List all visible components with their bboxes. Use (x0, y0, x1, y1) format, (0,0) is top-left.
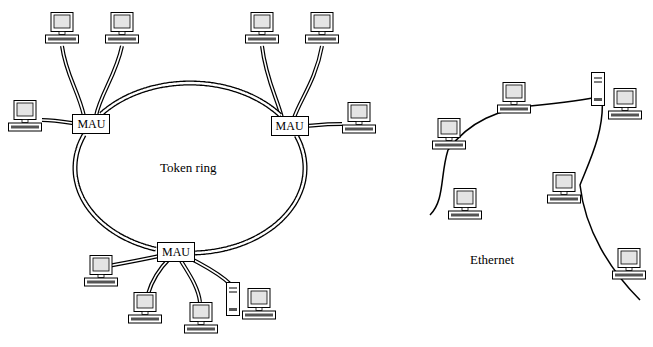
token-ring-cables (42, 46, 342, 302)
mau-box: MAU (72, 114, 110, 134)
ring-cable (75, 135, 156, 249)
mau-label: MAU (77, 117, 105, 131)
computers (9, 13, 376, 334)
mau-box: MAU (271, 116, 309, 136)
mau-label: MAU (162, 245, 190, 259)
mau-box: MAU (157, 242, 195, 262)
ring-cable (101, 83, 280, 115)
network-label: Ethernet (468, 252, 516, 268)
network-label: Token ring (158, 160, 219, 176)
mau-label: MAU (276, 119, 304, 133)
ring-cable (195, 136, 305, 253)
ethernet-bus (430, 73, 646, 301)
